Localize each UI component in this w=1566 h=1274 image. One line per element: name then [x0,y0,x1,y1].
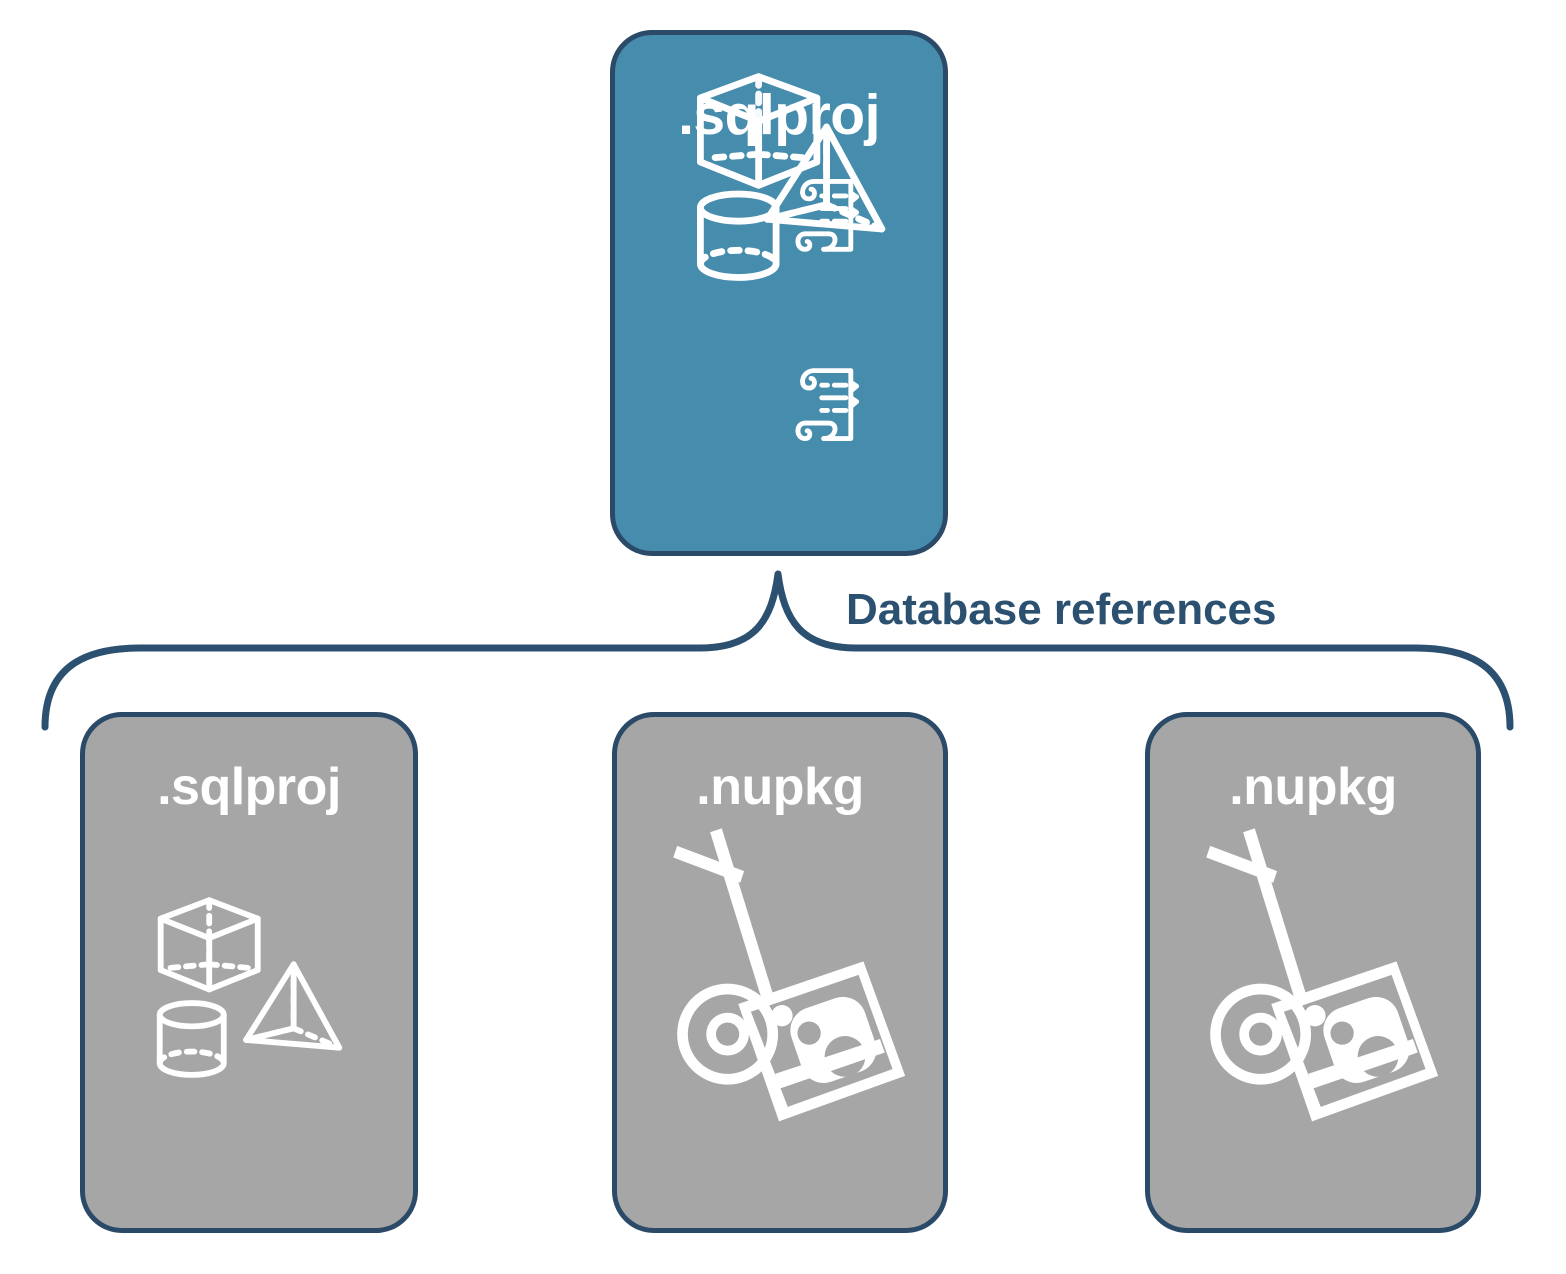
connector-label: Database references [846,585,1277,634]
node-nupkg-reference-1[interactable]: .nupkg [612,712,948,1233]
package-hand-truck-icon [673,828,906,1122]
node-title: .nupkg [696,758,864,816]
pyramid-wireframe-icon [243,961,343,1051]
package-hand-truck-icon [1206,828,1439,1122]
sql-script-scroll-icon [795,368,860,441]
node-sqlproj-reference[interactable]: .sqlproj [80,712,418,1233]
cylinder-wireframe-icon [156,1000,227,1078]
node-sqlproj-root[interactable]: .sqlproj [610,30,948,556]
node-nupkg-reference-2[interactable]: .nupkg [1145,712,1481,1233]
node-title: .sqlproj [157,758,341,816]
cube-wireframe-icon [157,897,261,993]
node-title: .sqlproj [678,83,880,147]
cylinder-wireframe-icon [697,190,780,281]
sql-script-scroll-icon [795,178,860,252]
node-title: .nupkg [1229,758,1397,816]
